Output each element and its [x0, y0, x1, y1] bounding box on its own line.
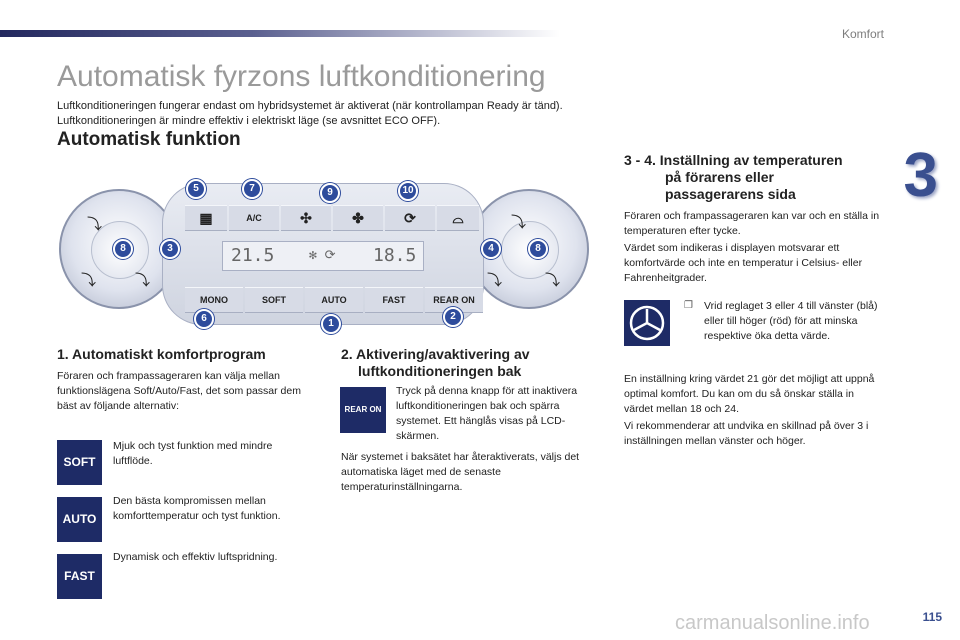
fast-button: FAST [365, 287, 423, 313]
intro-line-1: Luftkonditioneringen fungerar endast om … [57, 100, 563, 112]
fast-mode-text: Dynamisk och effektiv luftspridning. [113, 551, 278, 563]
fast-mode-icon: FAST [57, 554, 102, 599]
right-temp-readout: 18.5 [373, 245, 417, 266]
watermark: carmanualsonline.info [675, 612, 870, 634]
chapter-number: 3 [903, 141, 938, 210]
heading-rear-ac-line-2: luftkonditioneringen bak [358, 363, 522, 379]
auto-button: AUTO [305, 287, 363, 313]
fan-icon: ✣ [300, 210, 312, 226]
control-panel-illustration: ⤵ ⤵ ⤵ ⤵ ⤵ ⤵ ▦ A/C ✣ ✤ ⟳ ⌓ 21.5 ✻ ⟳ 18.5 … [57, 175, 589, 335]
rear-ac-text-short: Tryck på denna knapp för att inaktivera … [396, 385, 578, 442]
temperature-text-4: Vi rekommenderar att undvika en skillnad… [624, 420, 869, 447]
lcd-display: 21.5 ✻ ⟳ 18.5 [222, 241, 424, 271]
mono-button: MONO [185, 287, 243, 313]
callout-badge: 6 [194, 309, 214, 329]
soft-mode-text: Mjuk och tyst funktion med mindre luftfl… [113, 440, 273, 467]
callout-badge: 1 [321, 314, 341, 334]
callout-badge: 8 [528, 239, 548, 259]
heading-temperature-line-2: på förarens eller [665, 169, 774, 185]
left-temp-readout: 21.5 [231, 245, 275, 266]
heading-rear-ac-line-1: 2. Aktivering/avaktivering av [341, 346, 530, 362]
bullet-icon: ❐ [684, 300, 693, 311]
page-title: Automatisk fyrzons luftkonditionering [57, 60, 546, 93]
rear-defrost-button: ▦ [185, 205, 227, 231]
callout-badge: 4 [481, 239, 501, 259]
temperature-bullet-text: Vrid reglaget 3 eller 4 till vänster (bl… [704, 300, 878, 342]
callout-badge: 9 [320, 183, 340, 203]
callout-badge: 7 [242, 179, 262, 199]
airflow-feet-icon: ⤵ [545, 272, 561, 289]
temperature-text-1: Föraren och frampassageraren kan var och… [624, 210, 880, 237]
heading-temperature-line-3: passagerarens sida [665, 186, 796, 202]
callout-badge: 10 [398, 181, 418, 201]
airflow-lower-icon: ⤵ [487, 272, 503, 289]
temperature-text-3: En inställning kring värdet 21 gör det m… [624, 373, 875, 415]
front-defrost-button: ⌓ [437, 205, 479, 231]
left-temperature-knob: ⤵ ⤵ ⤵ [59, 189, 179, 309]
page-number: 115 [922, 610, 942, 624]
intro-line-2: Luftkonditioneringen är mindre effektiv … [57, 115, 441, 127]
comfort-program-text: Föraren och frampassageraren kan välja m… [57, 370, 301, 412]
airflow-upper-icon: ⤵ [87, 216, 103, 233]
front-defrost-icon: ⌓ [452, 210, 464, 226]
temperature-text-2: Värdet som indikeras i displayen motsvar… [624, 242, 863, 284]
heading-temperature: 3 - 4. Inställning av temperaturen på fö… [624, 152, 843, 203]
recirculation-icon: ⟳ [404, 210, 416, 226]
ac-button: A/C [229, 205, 279, 231]
soft-mode-icon: SOFT [57, 440, 102, 485]
auto-mode-icon: AUTO [57, 497, 102, 542]
heading-comfort-program: 1. Automatiskt komfortprogram [57, 346, 266, 362]
airflow-lower-icon: ⤵ [81, 272, 97, 289]
right-temperature-knob: ⤵ ⤵ ⤵ [469, 189, 589, 309]
callout-badge: 8 [113, 239, 133, 259]
fan-up-button: ✤ [333, 205, 383, 231]
section-label: Komfort [841, 27, 884, 41]
callout-badge: 2 [443, 307, 463, 327]
auto-mode-text: Den bästa kompromissen mellan komforttem… [113, 495, 281, 522]
recirculation-button: ⟳ [385, 205, 435, 231]
heading-temperature-line-1: 3 - 4. Inställning av temperaturen [624, 152, 843, 168]
fan-icon: ✻ ⟳ [309, 248, 336, 263]
callout-badge: 3 [160, 239, 180, 259]
rear-on-icon: REAR ON [340, 387, 386, 433]
fan-icon: ✤ [352, 210, 364, 226]
soft-button: SOFT [245, 287, 303, 313]
heading-rear-ac: 2. Aktivering/avaktivering av luftkondit… [341, 346, 530, 380]
callout-badge: 5 [186, 179, 206, 199]
airflow-upper-icon: ⤵ [511, 214, 527, 231]
intro-text: Luftkonditioneringen fungerar endast om … [57, 99, 563, 129]
knob-icon [624, 300, 670, 346]
section-subtitle: Automatisk funktion [57, 129, 241, 150]
fan-down-button: ✣ [281, 205, 331, 231]
header-bar [0, 30, 560, 37]
rear-defrost-icon: ▦ [199, 210, 213, 226]
rear-ac-text-long: När systemet i baksätet har återaktivera… [341, 451, 580, 493]
airflow-feet-icon: ⤵ [135, 272, 151, 289]
